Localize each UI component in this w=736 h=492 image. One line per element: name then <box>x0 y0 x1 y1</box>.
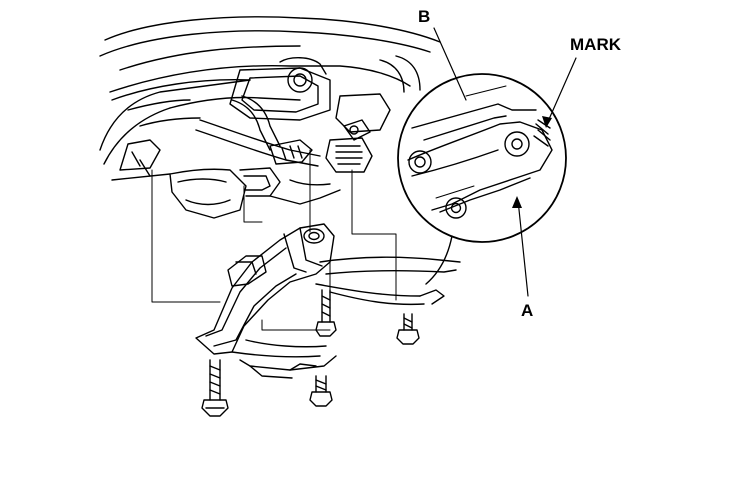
vehicle-underbody <box>100 17 440 218</box>
pointer-arrowheads <box>512 116 552 208</box>
bolt-center-upper <box>316 290 336 336</box>
pointer-a <box>518 200 528 296</box>
callout-pointers <box>434 28 576 296</box>
bolt-right <box>397 314 419 344</box>
front-subframe <box>196 224 460 378</box>
pointer-mark <box>546 58 576 126</box>
bolt-left-long <box>202 360 228 416</box>
callout-label-mark: MARK <box>570 35 621 54</box>
bolt-center-lower <box>310 376 332 406</box>
callout-label-b: B <box>418 7 431 26</box>
detail-circle <box>398 74 566 242</box>
mounting-bolts <box>202 290 419 416</box>
callout-label-a: A <box>521 301 534 320</box>
alignment-leader-lines <box>152 150 396 330</box>
alignment-mark-hatch <box>534 120 550 146</box>
detail-view <box>398 74 566 284</box>
pointer-b <box>434 28 466 100</box>
